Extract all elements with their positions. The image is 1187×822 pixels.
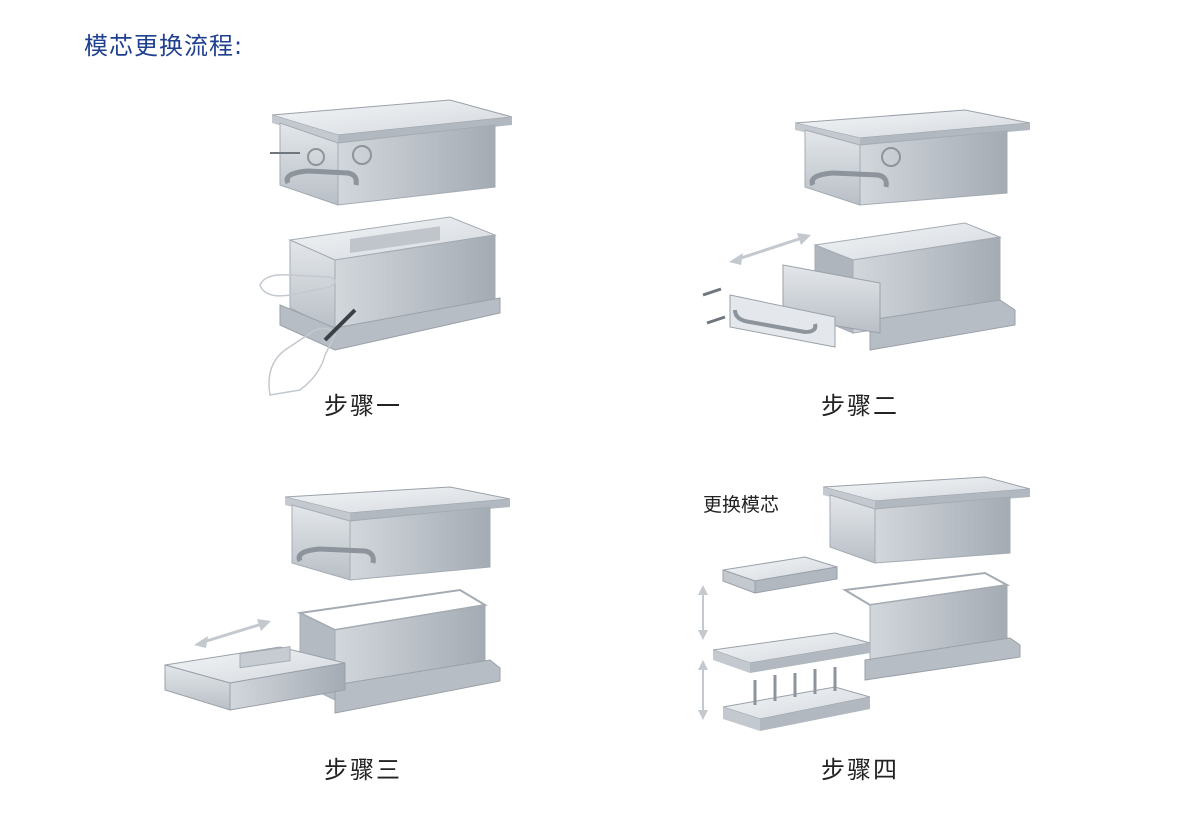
page-title: 模芯更换流程: (84, 32, 244, 60)
step-2-label: 步骤二 (821, 392, 899, 420)
step-3-label: 步骤三 (324, 756, 402, 784)
step-1-label: 步骤一 (324, 392, 402, 420)
step-4-illustration (698, 476, 1031, 731)
step-4-annotation: 更换模芯 (703, 494, 780, 516)
step-1-illustration (259, 99, 513, 396)
step-4-label: 步骤四 (821, 756, 899, 784)
step-3-illustration (164, 486, 511, 714)
step-2-illustration (702, 109, 1031, 351)
